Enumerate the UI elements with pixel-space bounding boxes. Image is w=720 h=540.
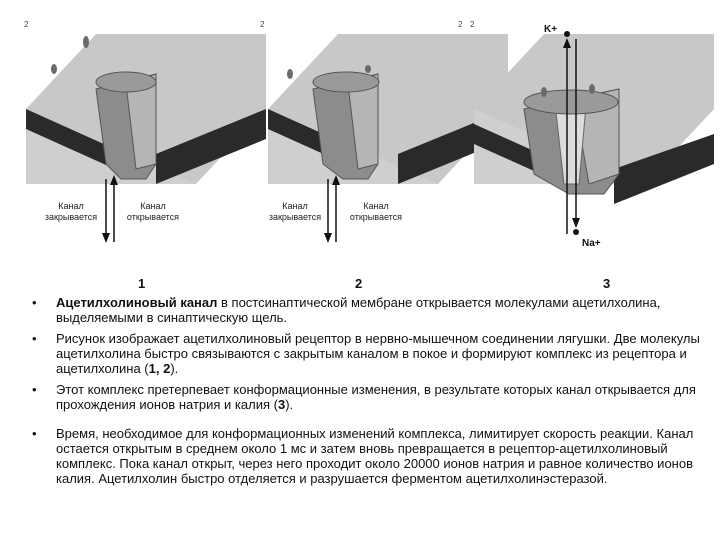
channel-diagram-1: Канал закрывается Канал открывается	[26, 34, 266, 243]
corner-mark: 2	[470, 20, 475, 29]
sodium-ion	[573, 229, 579, 235]
bullet-dot: •	[32, 295, 37, 310]
bullet-item: • Этот комплекс претерпевает конформацио…	[32, 382, 702, 412]
channel-top	[523, 89, 619, 115]
caption-open-line1: Канал	[140, 201, 165, 211]
panel-number-1: 1	[138, 276, 146, 291]
description-list: • Ацетилхолиновый канал в постсинаптичес…	[32, 295, 702, 492]
acetylcholine-molecule	[83, 36, 89, 48]
arrowhead	[563, 38, 571, 48]
membrane-side	[26, 109, 126, 174]
sodium-label: Na+	[582, 238, 601, 249]
bullet-ref: 3	[277, 397, 286, 412]
caption-open-line2: открывается	[127, 212, 179, 222]
bullet-text: Время, необходимое для конформационных и…	[56, 426, 694, 486]
acetylcholine-molecule	[589, 84, 595, 94]
channel-diagram-2: Канал закрывается Канал открывается	[268, 34, 508, 243]
bullet-text: в постсинаптической мембране открывается…	[56, 295, 661, 325]
potassium-label: K+	[544, 24, 557, 35]
corner-mark: 2	[458, 20, 463, 29]
membrane-side-right	[156, 109, 266, 184]
caption-close-line2: закрывается	[269, 212, 321, 222]
acetylcholine-molecule	[287, 69, 293, 79]
caption-close-line2: закрывается	[45, 212, 97, 222]
arrowhead	[324, 233, 332, 243]
caption-close-line1: Канал	[58, 201, 83, 211]
panel-number-2: 2	[355, 276, 363, 291]
panel-2-bound-complex: Канал закрывается Канал открывается	[268, 14, 508, 264]
term-acetylcholine-channel: Ацетилхолиновый канал	[56, 295, 218, 310]
caption-open-line2: открывается	[350, 212, 402, 222]
potassium-ion	[564, 31, 570, 37]
bullet-text: Рисунок изображает ацетилхолиновый рецеп…	[56, 331, 700, 376]
caption-close-line1: Канал	[282, 201, 307, 211]
bullet-ref: 1, 2	[148, 361, 171, 376]
bullet-item: • Ацетилхолиновый канал в постсинаптичес…	[32, 295, 702, 325]
bullet-dot: •	[32, 331, 37, 346]
arrowhead	[332, 175, 340, 185]
arrowhead	[102, 233, 110, 243]
bullet-text-end: ).	[285, 397, 294, 412]
bullet-text-end: ).	[170, 361, 179, 376]
acetylcholine-molecule	[365, 65, 371, 73]
acetylcholine-molecule	[51, 64, 57, 74]
caption-open-line1: Канал	[363, 201, 388, 211]
bullet-text: Этот комплекс претерпевает конформационн…	[56, 382, 696, 412]
acetylcholine-molecule	[541, 87, 547, 97]
arrowhead	[110, 175, 118, 185]
panel-3-open-channel: K+ Na+	[474, 14, 714, 264]
bullet-dot: •	[32, 382, 37, 397]
corner-mark: 2	[24, 20, 29, 29]
bullet-item: • Время, необходимое для конформационных…	[32, 426, 702, 486]
channel-diagram-3: K+ Na+	[474, 24, 714, 249]
bullet-dot: •	[32, 426, 37, 441]
bullet-item: • Рисунок изображает ацетилхолиновый рец…	[32, 331, 702, 376]
channel-top	[312, 71, 380, 93]
panel-1-closed-channel: Канал закрывается Канал открывается	[26, 14, 266, 264]
membrane-side-right	[614, 134, 714, 204]
panel-number-3: 3	[603, 276, 611, 291]
channel-top	[95, 71, 157, 93]
arrowhead	[572, 218, 580, 228]
corner-mark: 2	[260, 20, 265, 29]
